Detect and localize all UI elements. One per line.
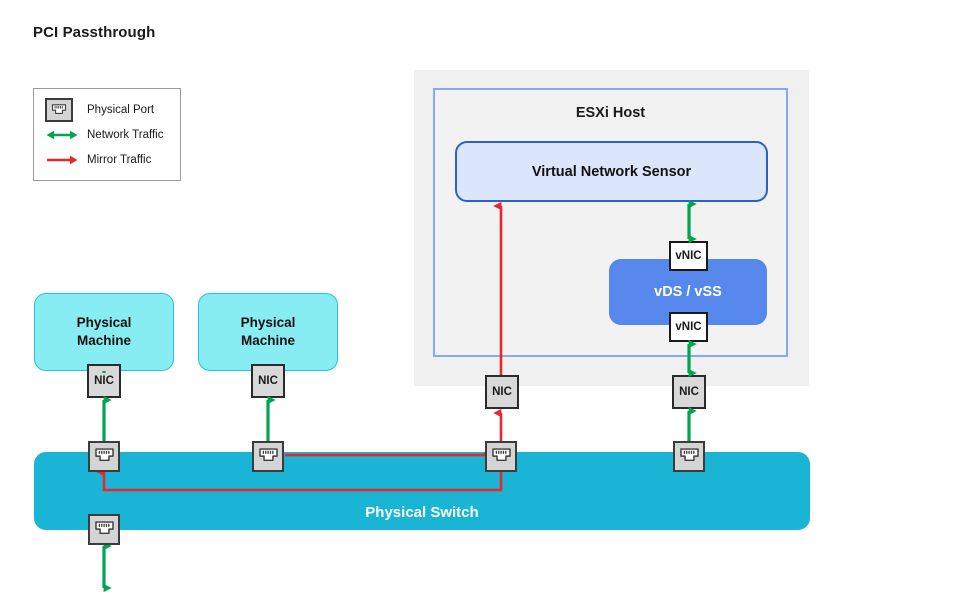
switch-port-pm2[interactable] [252, 441, 284, 472]
virtual-network-sensor-label: Virtual Network Sensor [531, 163, 692, 180]
switch-port-pm1[interactable] [88, 441, 120, 472]
vds-vss-label: vDS / vSS [654, 284, 722, 300]
vnic-bottom-label: vNIC [675, 321, 702, 333]
mirror-traffic-arrow-icon [45, 153, 87, 167]
vnic-bottom[interactable]: vNIC [669, 312, 708, 342]
switch-port-mirror-destination[interactable] [485, 441, 517, 472]
vnic-top[interactable]: vNIC [669, 241, 708, 271]
page-title: PCI Passthrough [33, 24, 156, 41]
switch-port-uplink[interactable] [88, 514, 120, 545]
physical-switch-label: Physical Switch [365, 504, 479, 521]
physical-machine-2[interactable]: Physical Machine [198, 293, 338, 371]
switch-port-esxi-mgmt[interactable] [673, 441, 705, 472]
physical-machine-2-label: Physical Machine [240, 314, 296, 348]
host-nic-management-label: NIC [679, 386, 699, 398]
legend-item-mirror-traffic: Mirror Traffic [45, 151, 185, 169]
legend-item-network-traffic: Network Traffic [45, 126, 185, 144]
host-nic-management[interactable]: NIC [672, 375, 706, 409]
physical-machine-1-nic-label: NIC [94, 375, 114, 387]
legend-label-network-traffic: Network Traffic [87, 129, 164, 141]
legend-label-mirror-traffic: Mirror Traffic [87, 154, 152, 166]
network-traffic-arrow-icon [45, 128, 87, 142]
physical-machine-1-label: Physical Machine [76, 314, 132, 348]
esxi-host-label: ESXi Host [575, 105, 646, 121]
physical-machine-1-nic[interactable]: NIC [87, 364, 121, 398]
host-nic-passthrough[interactable]: NIC [485, 375, 519, 409]
legend-label-physical-port: Physical Port [87, 104, 155, 116]
physical-machine-1[interactable]: Physical Machine [34, 293, 174, 371]
virtual-network-sensor-box[interactable]: Virtual Network Sensor [455, 141, 768, 202]
vnic-top-label: vNIC [675, 250, 702, 262]
physical-port-icon [45, 98, 87, 122]
physical-machine-2-nic[interactable]: NIC [251, 364, 285, 398]
legend-item-physical-port: Physical Port [45, 98, 185, 122]
physical-machine-2-nic-label: NIC [258, 375, 278, 387]
host-nic-passthrough-label: NIC [492, 386, 512, 398]
